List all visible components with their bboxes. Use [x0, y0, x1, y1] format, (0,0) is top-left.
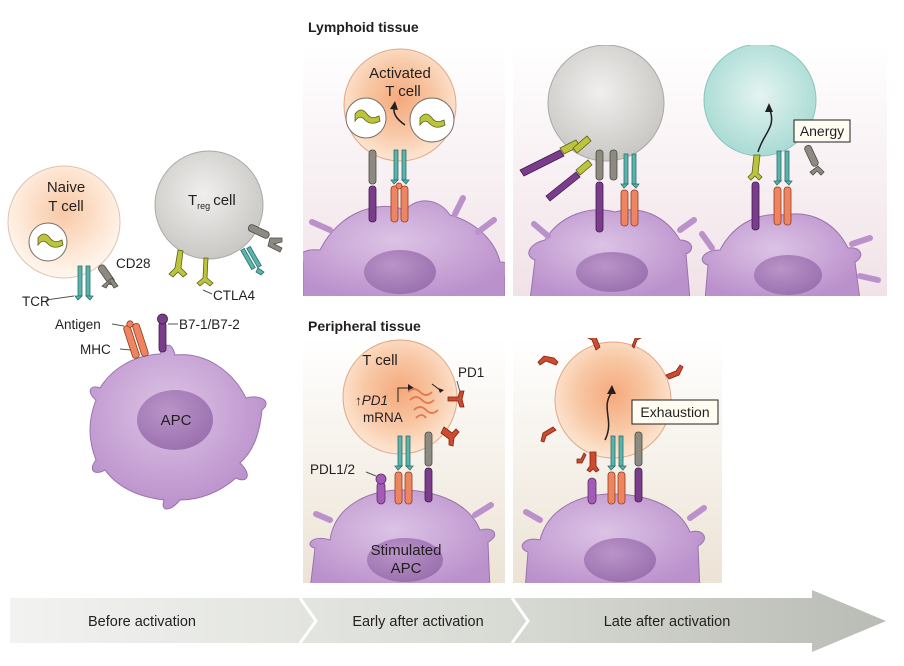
mhc-antigen-icon: [123, 320, 149, 359]
anergy-label-box: Anergy: [793, 119, 851, 143]
early-cd28-b7-pair-icon: [368, 149, 377, 223]
naive-label-line2: T cell: [48, 198, 84, 215]
exhausted-pd1-pdl-pair-icon: [586, 451, 600, 505]
stimulated-label-line1: Stimulated: [371, 542, 442, 559]
exhaustion-label: Exhaustion: [640, 404, 709, 420]
lymphoid-early-apc: [303, 195, 505, 296]
pdl-label: PDL1/2: [310, 462, 355, 477]
lymphoid-tissue-title: Lymphoid tissue: [308, 19, 419, 35]
peri-tcr-mhc-pair-icon: [394, 435, 414, 505]
anergy-ctla4-b7-pair-icon: [747, 154, 763, 231]
tcr-label: TCR: [22, 294, 50, 309]
activated-label-line1: Activated: [369, 65, 431, 82]
mrna-squiggle-icon: [407, 388, 439, 419]
anergy-tcr-mhc-pair-icon: [773, 150, 793, 226]
lymphoid-late-apc-1: [528, 209, 697, 296]
b7-label: B7-1/B7-2: [179, 317, 240, 332]
pd1-mrna-label: ↑PD1: [355, 393, 388, 408]
activated-label-line2: T cell: [385, 83, 421, 100]
ctla4-label: CTLA4: [213, 288, 256, 303]
mhc-label: MHC: [80, 342, 111, 357]
treg-cd28-icon: [247, 224, 283, 253]
apc-cell: APC: [89, 344, 267, 510]
exhausted-pd1-receptors-icon: [537, 338, 684, 464]
cd28-receptor-icon: [98, 264, 119, 289]
lymphoid-late-apc-2: [699, 213, 881, 296]
naive-t-cell: Naive T cell: [7, 165, 121, 279]
anergy-label: Anergy: [800, 123, 844, 139]
peri-cd28-b7-pair-icon: [424, 431, 433, 503]
apc-label: APC: [161, 412, 192, 429]
exhausted-cd28-b7-pair-icon: [634, 431, 643, 503]
stimulated-label-line2: APC: [391, 560, 422, 577]
signal-arrow-icon: [757, 109, 773, 153]
phase-early-label: Early after activation: [352, 614, 483, 630]
exhausted-apc: [521, 493, 707, 583]
treg-tcr-icon: [240, 245, 265, 276]
phase-before-label: Before activation: [88, 614, 196, 630]
anergy-cd28-icon: [804, 144, 825, 176]
peripheral-tcell-label: T cell: [362, 352, 398, 369]
late-ctla4-b7-icons: [519, 135, 618, 233]
pd1-receptor-icon: [440, 390, 465, 447]
b7-ligand-icon: [157, 313, 168, 353]
phase-late-label: Late after activation: [604, 614, 731, 630]
exhausted-tcr-mhc-pair-icon: [607, 435, 627, 505]
naive-label-line1: Naive: [47, 179, 85, 196]
lymphoid-late-treg: [547, 45, 665, 162]
exhaustion-signal-icon: [604, 391, 613, 441]
pd1-label: PD1: [458, 365, 484, 380]
mrna-label: mRNA: [363, 410, 403, 425]
late-tcr-mhc-pair-icon: [620, 153, 640, 227]
pdl-ligand-icon: [375, 473, 387, 505]
antigen-peptide-icon: [126, 320, 134, 328]
activated-t-cell: Activated T cell: [343, 48, 457, 162]
ctla4-vesicle-icon: [37, 233, 64, 248]
stimulated-apc: Stimulated APC: [309, 489, 496, 583]
antigen-label: Antigen: [55, 317, 101, 332]
cd28-label: CD28: [116, 256, 151, 271]
ctla4-receptor-icon: [168, 249, 214, 287]
early-tcr-mhc-pair-icon: [390, 149, 410, 223]
exhaustion-label-box: Exhaustion: [631, 399, 719, 425]
timeline-arrow: Before activation Early after activation…: [10, 590, 886, 652]
peripheral-t-cell: T cell ↑PD1 mRNA: [342, 339, 458, 455]
peripheral-tissue-title: Peripheral tissue: [308, 318, 421, 334]
apc-nucleus: [137, 390, 213, 450]
